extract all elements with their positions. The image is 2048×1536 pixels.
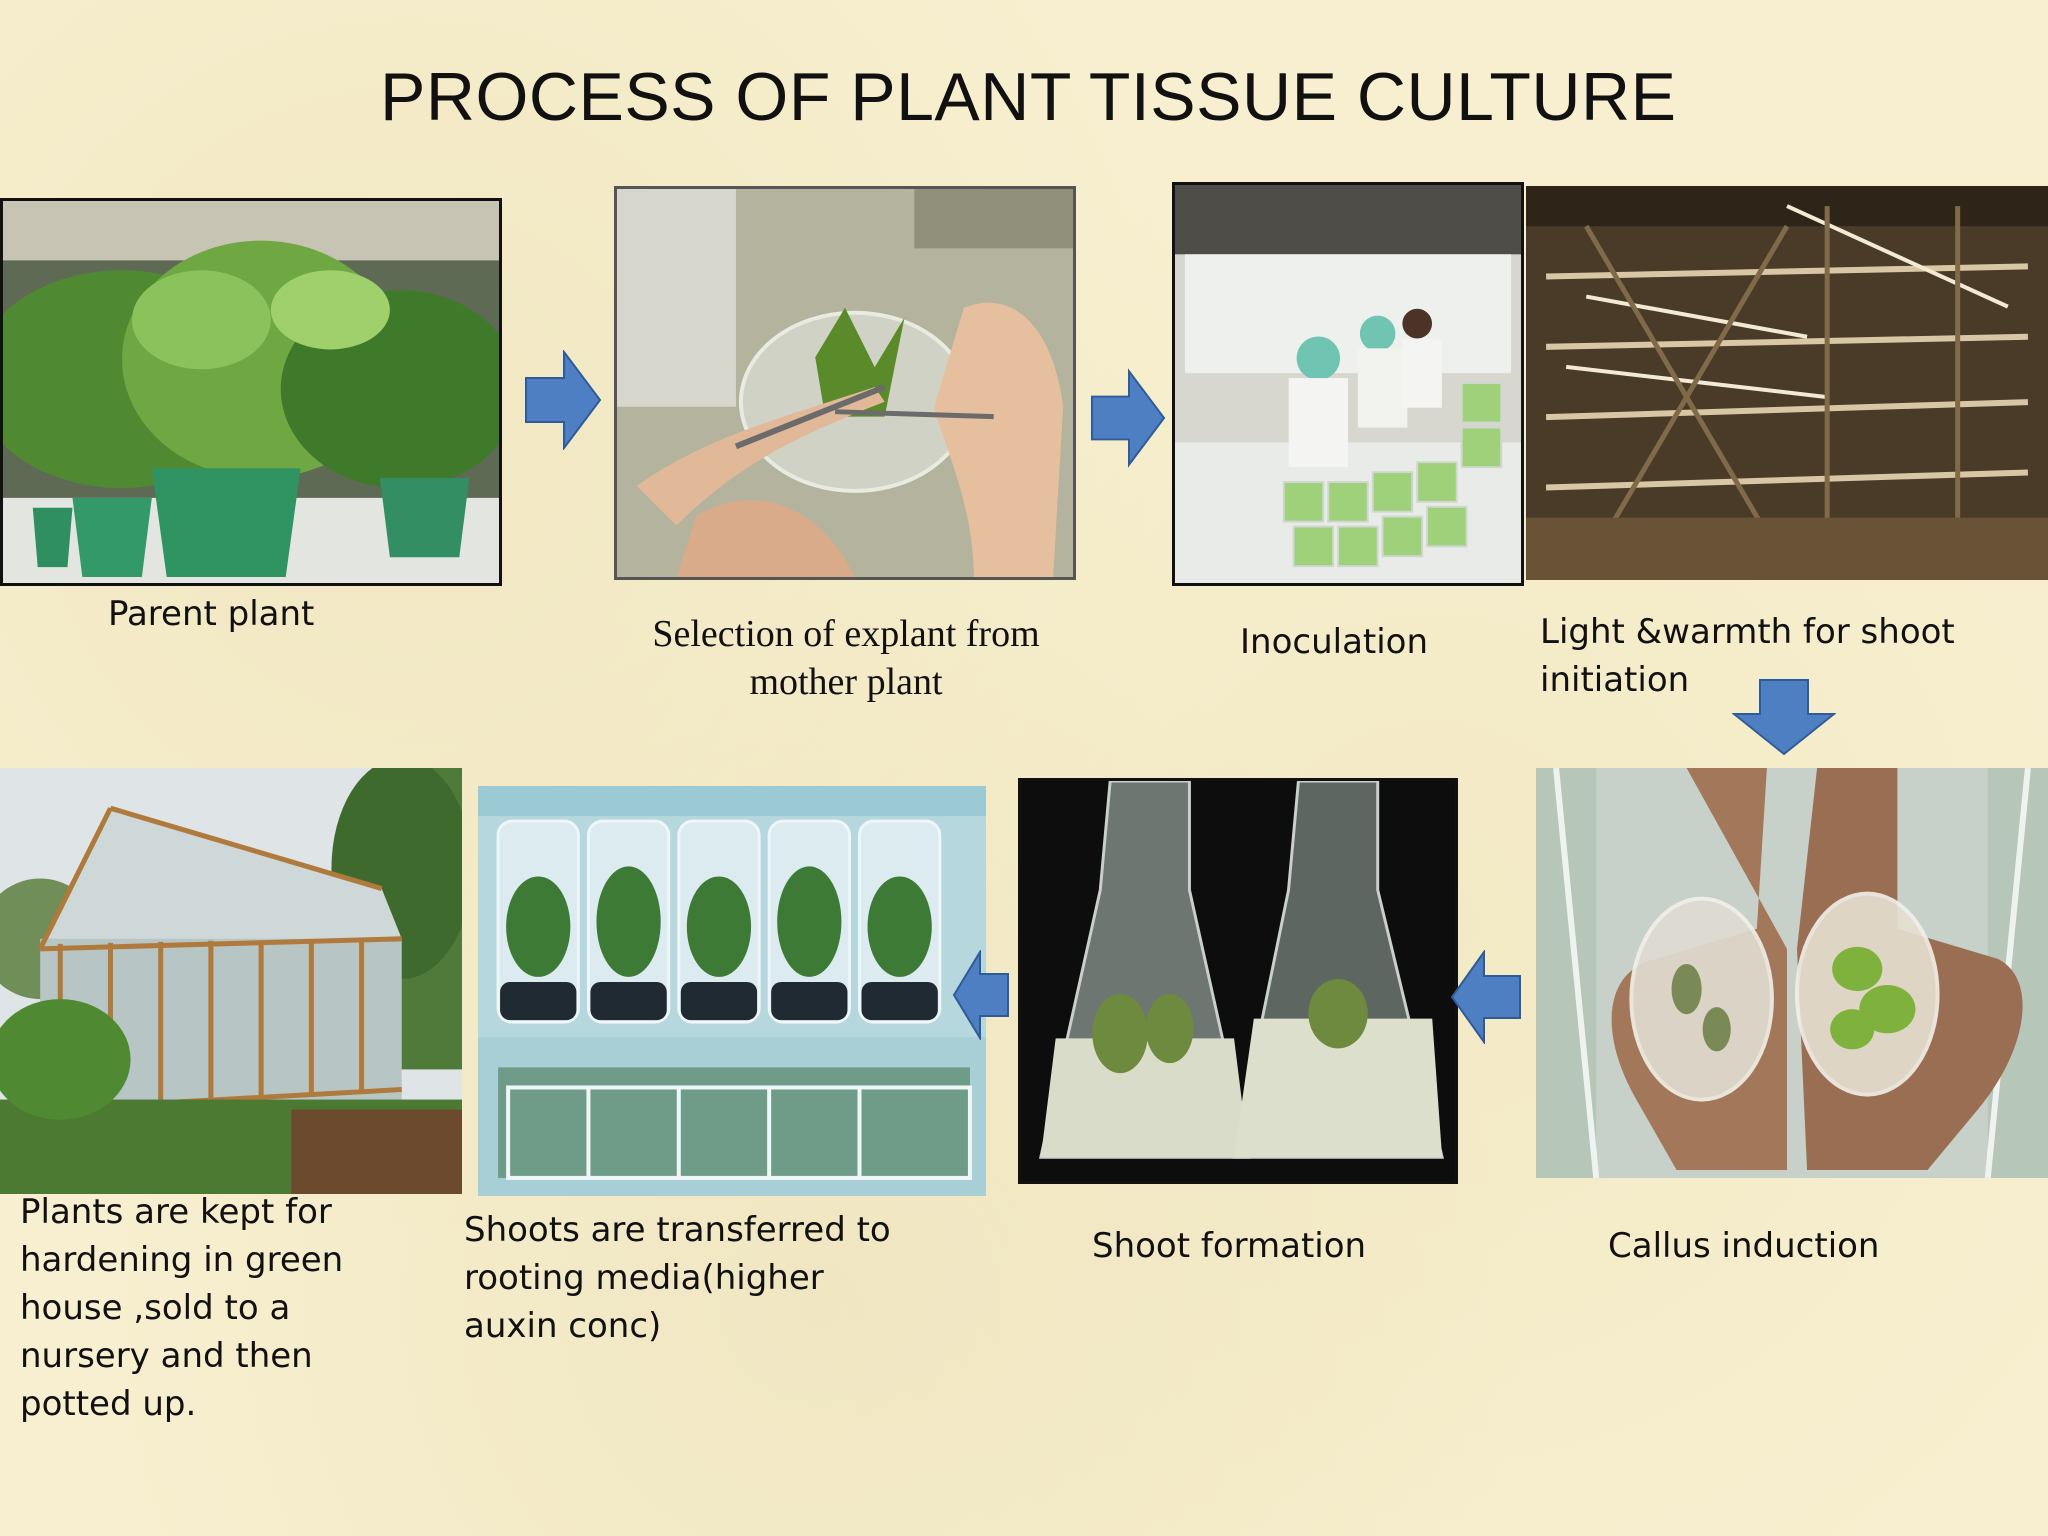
arrow-left-icon [952,950,1010,1040]
caption-callus-induction: Callus induction [1608,1226,1880,1266]
caption-light-warmth: Light &warmth for shoot initiation [1540,612,1955,700]
arrow-down-icon [1732,678,1836,756]
arrow-left-icon [1450,950,1522,1044]
shoot-formation-image [1018,778,1458,1184]
caption-parent-plant: Parent plant [108,594,315,634]
parent-plant-image [0,198,502,586]
arrow-right-icon [1090,368,1166,468]
rooting-jars-image [478,786,986,1196]
greenhouse-image [0,768,462,1194]
inoculation-image [1172,182,1524,586]
page-title: PROCESS OF PLANT TISSUE CULTURE [380,59,1677,135]
explant-selection-image [614,186,1076,580]
caption-hardening: Plants are kept for hardening in green h… [20,1192,344,1424]
callus-induction-image [1536,768,2048,1178]
arrow-right-icon [524,350,602,450]
caption-explant-selection: Selection of explant from mother plant [652,613,1040,703]
caption-rooting-media: Shoots are transferred to rooting media(… [464,1210,891,1346]
caption-shoot-formation: Shoot formation [1092,1226,1367,1266]
growth-room-image [1526,186,2048,580]
caption-inoculation: Inoculation [1240,622,1429,662]
